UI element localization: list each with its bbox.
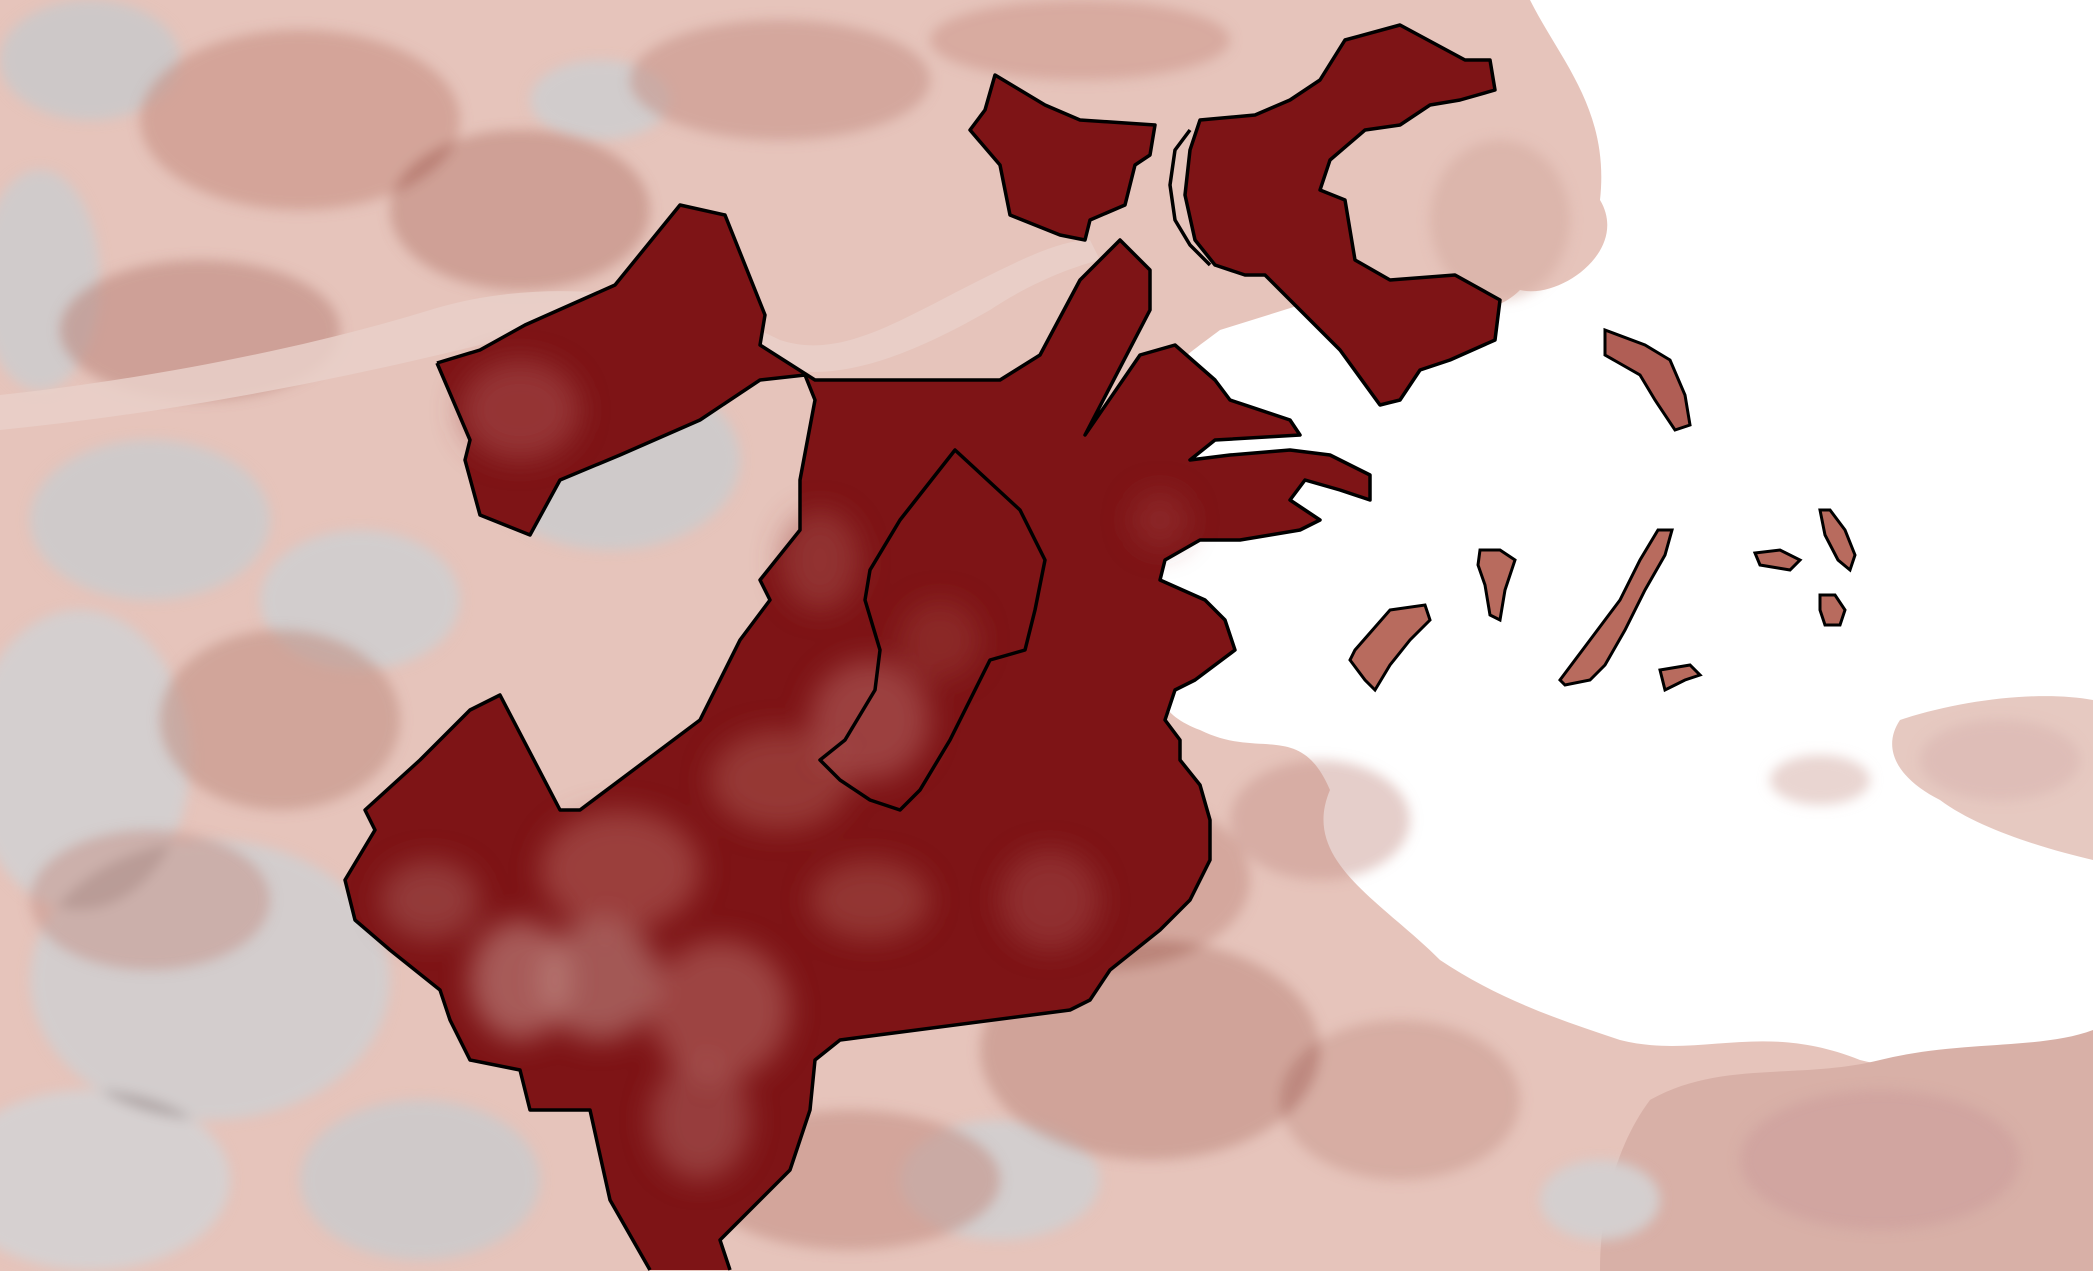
island-moon	[1658, 663, 1703, 693]
boundary-east-boston	[1183, 23, 1502, 407]
boundary-west	[343, 362, 817, 1271]
city-region-charlestown	[970, 75, 1155, 240]
island-spectacle	[1476, 548, 1517, 623]
harbor-islands	[1348, 327, 1857, 693]
island-lovells	[1818, 593, 1847, 627]
island-governors	[1603, 327, 1692, 432]
boundary-main	[436, 203, 1372, 1271]
island-long	[1558, 528, 1674, 687]
boundary-brookline	[818, 448, 1047, 812]
river-channel	[0, 240, 1100, 430]
city-region-east-boston	[1185, 25, 1500, 405]
island-rainsford	[1752, 548, 1803, 572]
city-boundary-outline	[343, 23, 1502, 1271]
island-thompson	[1348, 603, 1432, 693]
island-gallops	[1818, 508, 1857, 573]
boundary-mystic-shore	[1168, 128, 1212, 267]
city-inner-patches	[380, 360, 1190, 1180]
boundary-charlestown	[968, 73, 1157, 242]
